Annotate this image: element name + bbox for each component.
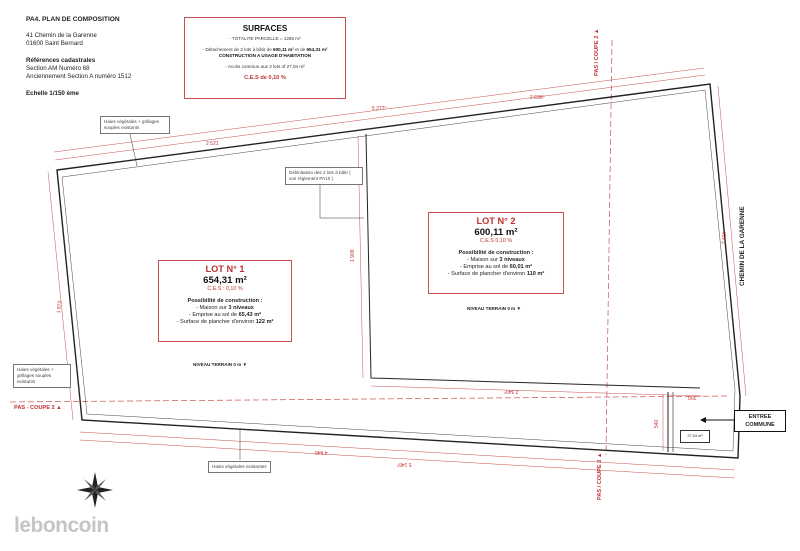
lot-1-area: 654,31 m² bbox=[203, 275, 247, 286]
surfaces-title: SURFACES bbox=[242, 24, 288, 33]
lot-2-area: 600,11 m² bbox=[474, 227, 518, 238]
chemin-label: CHEMIN DE LA GARENNE bbox=[739, 206, 746, 286]
lot-2-line-1: - Maison sur 3 niveaux bbox=[467, 257, 525, 263]
lot-1-possibilite: Possibilité de construction : bbox=[187, 298, 263, 304]
dim-entry-h: 540 bbox=[654, 419, 660, 428]
lot-1-ces: C.E.S : 0,10 % bbox=[207, 286, 243, 292]
lot-1-line-1: - Maison sur 3 niveaux bbox=[196, 305, 254, 311]
lot-division-line bbox=[365, 133, 701, 389]
lot-1-line-2: - Emprise au sol de 65,43 m² bbox=[188, 312, 262, 318]
dim-line-bottom-outer bbox=[79, 439, 736, 479]
pas-coupe-horizontal: PAS - COUPE 2 ▲ bbox=[14, 405, 62, 411]
dim-top-left: 2 521 bbox=[206, 141, 219, 147]
dim-middle: 1 909 bbox=[350, 249, 356, 262]
note-delimitation: Délimitation des 2 lots à bâtir ( voir r… bbox=[285, 167, 363, 185]
plan-title: PA4. PLAN DE COMPOSITION bbox=[26, 16, 120, 23]
section-line-vertical bbox=[605, 39, 613, 456]
surfaces-total: - TOTALITE PARCELLE = 1285 m² bbox=[229, 36, 301, 41]
entree-arrow bbox=[700, 417, 706, 423]
dim-line-right bbox=[717, 85, 747, 397]
dim-top-total: 5 277⁰ bbox=[372, 106, 387, 112]
note-haies-top: Haies végétales + grillages souples exis… bbox=[100, 116, 170, 134]
header-info: PA4. PLAN DE COMPOSITION 41 Chemin de la… bbox=[26, 16, 196, 98]
surfaces-ces: C.E.S de 0,10 % bbox=[244, 75, 286, 81]
refs-line-2: Anciennement Section A numéro 1512 bbox=[26, 73, 132, 81]
refs-title: Références cadastrales bbox=[26, 56, 96, 64]
compass-rose-icon bbox=[77, 472, 113, 508]
lot-2-box: LOT N° 2 600,11 m² C.E.S 0,10 % Possibil… bbox=[428, 212, 564, 294]
entree-commune-label: ENTREE COMMUNE bbox=[734, 410, 786, 432]
dim-line-top bbox=[54, 74, 706, 161]
note-haies-left: Haies végétales + grillages souples exis… bbox=[13, 364, 71, 388]
note-haies-bottom: Haies végétales existantes bbox=[208, 461, 271, 473]
pas-coupe-vertical-bottom: PAS / COUPE 2 ▲ bbox=[597, 452, 603, 500]
scale-label: Echelle 1/150 ème bbox=[26, 90, 79, 98]
acces-area-box: 27,04 m² bbox=[680, 430, 710, 443]
dim-line-bottom bbox=[79, 431, 736, 471]
dim-bottom-total: 5 146⁰ bbox=[397, 461, 412, 467]
surfaces-box: SURFACES - TOTALITE PARCELLE = 1285 m² -… bbox=[184, 17, 346, 99]
dim-line-inner-bottom bbox=[370, 385, 703, 397]
address-line-2: 01600 Saint Bernard bbox=[26, 40, 83, 48]
address-line-1: 41 Chemin de la Garenne bbox=[26, 32, 97, 40]
leader-haies-top bbox=[129, 133, 138, 167]
dim-line-top-outer bbox=[53, 67, 705, 153]
surfaces-construction: CONSTRUCTION A USAGE D'HABITATION bbox=[218, 53, 312, 58]
lot-2-line-2: - Emprise au sol de 60,01 m² bbox=[459, 264, 533, 270]
surfaces-detachement: - Détachement de 2 lots à bâtir de 600,1… bbox=[202, 47, 328, 52]
leboncoin-watermark: leboncoin bbox=[14, 514, 109, 537]
lot-1-box: LOT N° 1 654,31 m² C.E.S : 0,10 % Possib… bbox=[158, 260, 292, 342]
lot-2-niveau: NIVEAU TERRAIN 0 m ▼ bbox=[467, 306, 522, 311]
lot-1-line-3: - Surface de plancher d'environ 122 m² bbox=[176, 319, 274, 325]
surfaces-acces: - Accès commun aux 2 lots of 27,04 m² bbox=[225, 64, 305, 69]
dim-bottom-left: 4 640 bbox=[315, 449, 328, 455]
dim-left: 1 873 bbox=[56, 300, 64, 314]
lot-1-name: LOT N° 1 bbox=[205, 264, 245, 274]
entree-line-1: ENTREE bbox=[748, 414, 772, 420]
lot-2-ces: C.E.S 0,10 % bbox=[479, 238, 513, 244]
dim-right: 2 438 bbox=[721, 231, 729, 245]
lot-2-name: LOT N° 2 bbox=[476, 216, 516, 226]
refs-line-1: Section AM Numéro 68 bbox=[26, 64, 90, 72]
dim-inner-bottom: 2 340⁰ bbox=[504, 388, 519, 394]
lot-2-possibilite: Possibilité de construction : bbox=[458, 250, 534, 256]
dim-top-right: 2 696⁰ bbox=[530, 95, 545, 101]
entree-line-2: COMMUNE bbox=[745, 422, 775, 428]
section-line-horizontal bbox=[9, 395, 731, 403]
pas-coupe-vertical: PAS / COUPE 2 ▲ bbox=[594, 28, 600, 76]
dim-entry-w: 300 bbox=[688, 394, 697, 400]
leader-delimitation bbox=[319, 185, 364, 219]
lot-1-niveau: NIVEAU TERRAIN 0 m ▼ bbox=[193, 362, 248, 367]
lot-2-line-3: - Surface de plancher d'environ 110 m² bbox=[447, 271, 545, 277]
